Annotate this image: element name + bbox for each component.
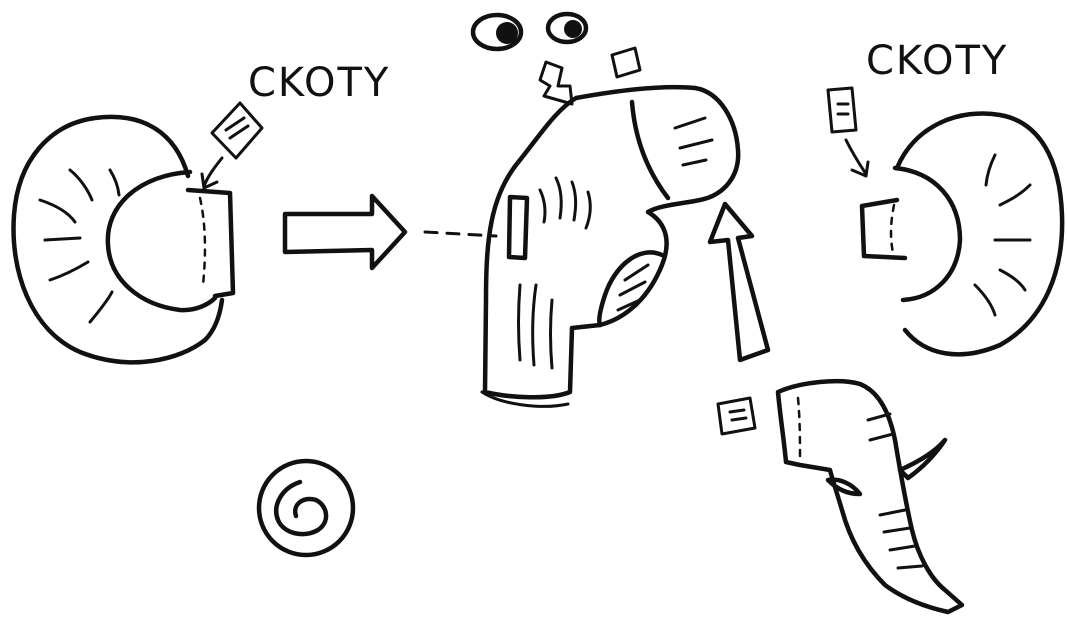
right-ear: [862, 113, 1062, 354]
trunk-attach-arrow: [710, 204, 768, 360]
right-tape-arrow: [846, 140, 866, 174]
left-ear-tab: [188, 190, 233, 296]
right-tape-label: CKOTY: [866, 38, 1008, 84]
right-eye: [548, 14, 586, 42]
trunk-tusk-left: [828, 480, 860, 494]
right-ear-tab: [862, 200, 905, 258]
left-ear: [14, 117, 233, 362]
spiral-inner: [276, 482, 326, 534]
trunk-fold-line: [798, 398, 800, 460]
small-down-arrow: [540, 62, 572, 104]
body-hatching: [519, 118, 713, 368]
attach-dashed-line: [425, 232, 496, 236]
right-ear-fold-line: [891, 205, 894, 258]
body-outline: [485, 87, 738, 397]
left-eye: [473, 15, 521, 49]
trunk-tusk-right: [900, 440, 945, 478]
trunk-outline: [778, 381, 962, 612]
spiral-outer-circle: [259, 461, 353, 555]
left-tape-arrow: [204, 158, 222, 186]
small-square-top: [612, 48, 640, 77]
right-tape: CKOTY: [828, 38, 1008, 176]
spiral-piece: [259, 461, 353, 555]
body-tape-slot: [509, 197, 527, 258]
left-tape: CKOTY: [202, 60, 390, 188]
left-tape-square: [212, 103, 262, 158]
eyes: [473, 14, 586, 49]
big-arrow-up: [710, 204, 768, 360]
trunk-piece: [778, 381, 962, 612]
right-ear-hatching: [975, 155, 1030, 315]
elephant-body: [482, 87, 738, 406]
right-ear-outline: [897, 113, 1062, 354]
left-tape-label: CKOTY: [248, 60, 390, 106]
right-tape-square: [828, 88, 856, 132]
body-head-divider: [632, 102, 668, 198]
left-attach-arrow: [285, 196, 496, 268]
trunk-tape: [718, 398, 755, 434]
trunk-tape-square: [718, 398, 755, 434]
right-ear-inner-curve: [895, 168, 960, 300]
left-ear-fold-line: [200, 198, 205, 285]
big-arrow-right: [285, 196, 405, 268]
